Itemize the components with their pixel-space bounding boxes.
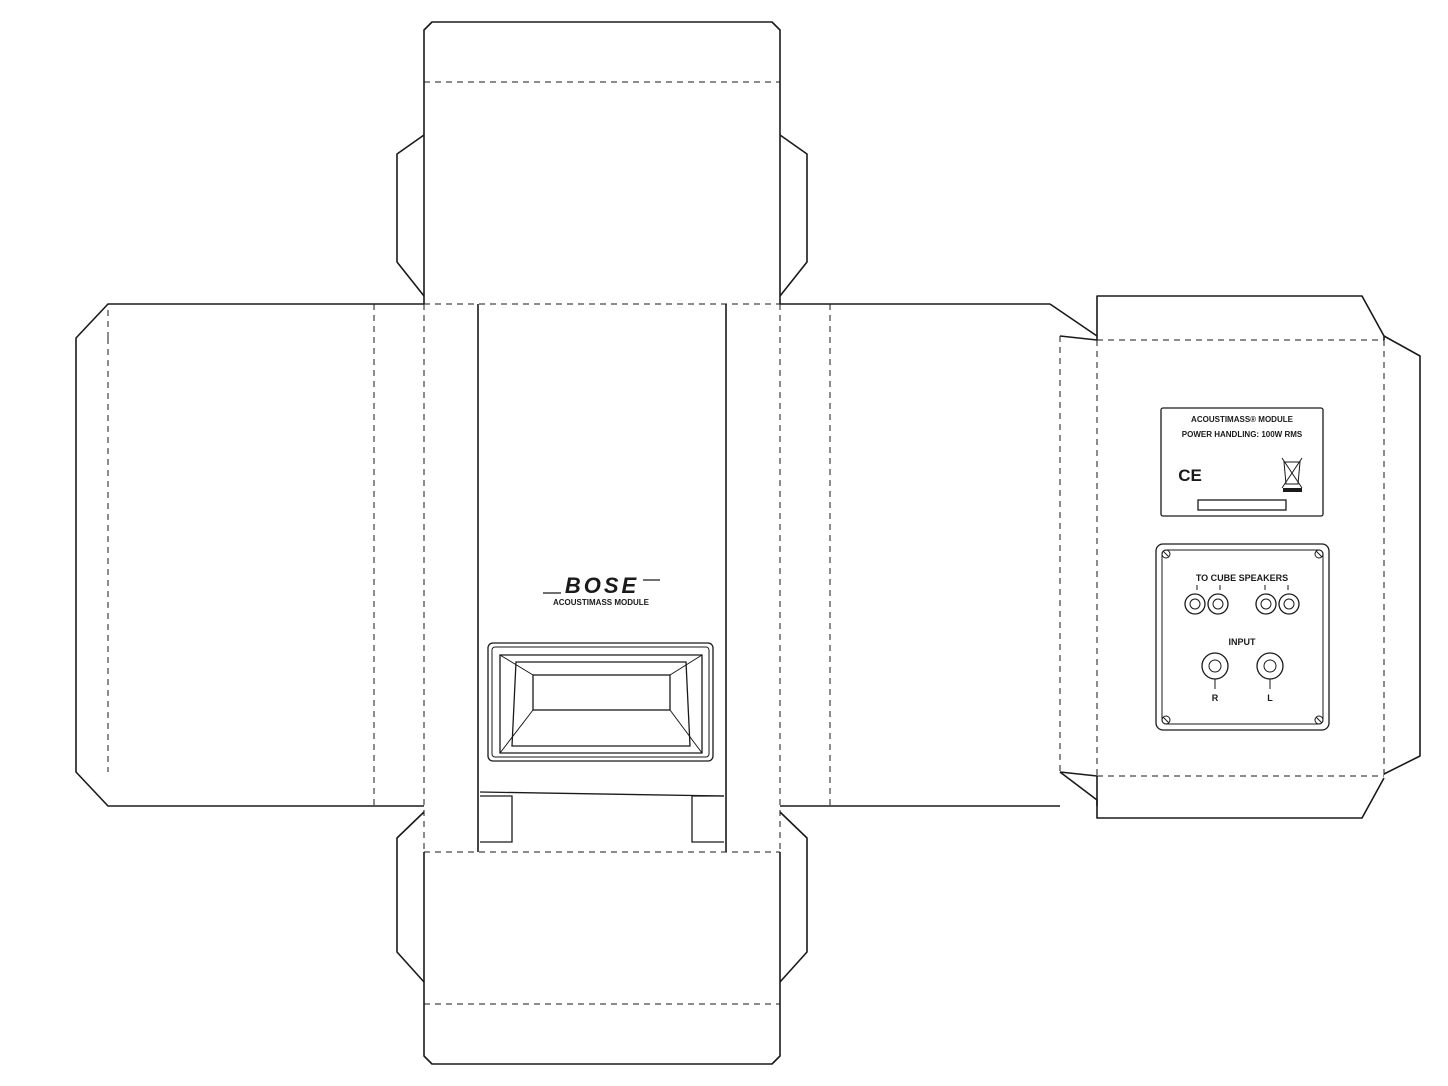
spec-label: ACOUSTIMASS® MODULE POWER HANDLING: 100W… <box>1160 407 1324 517</box>
top-flaps <box>396 21 808 305</box>
bottom-flaps <box>396 811 808 1065</box>
screw-icon <box>1161 715 1171 725</box>
screw-icon <box>1161 549 1171 559</box>
bass-port <box>487 642 714 762</box>
input-right-label: R <box>1212 693 1219 703</box>
input-label: INPUT <box>1229 637 1257 647</box>
bottom-right-dust-flap <box>779 811 808 983</box>
spec-line-1: ACOUSTIMASS® MODULE <box>1191 415 1294 424</box>
brand-logo: BOSE <box>565 573 639 598</box>
bottom-left-dust-flap <box>396 811 425 983</box>
base-feet <box>479 791 725 843</box>
screw-icon <box>1314 549 1324 559</box>
screw-icon <box>1314 715 1324 725</box>
left-outer-edge <box>75 303 424 807</box>
connector-plate: TO CUBE SPEAKERS INPUT <box>1155 543 1330 731</box>
right-side-panel <box>780 303 1060 807</box>
spec-line-2: POWER HANDLING: 100W RMS <box>1182 430 1303 439</box>
speaker-terminal-icon <box>1207 593 1229 615</box>
rca-jack-icon <box>1256 652 1284 689</box>
top-panel <box>423 82 781 304</box>
rca-jack-icon <box>1201 652 1229 689</box>
speaker-terminals-label: TO CUBE SPEAKERS <box>1196 573 1288 583</box>
crossed-bin-icon <box>1281 457 1303 492</box>
top-left-dust-flap <box>396 134 425 297</box>
front-panel: BOSE ACOUSTIMASS MODULE <box>479 573 725 843</box>
top-tuck-flap <box>423 21 781 82</box>
speaker-terminal-icon <box>1255 593 1277 615</box>
rear-panel: ACOUSTIMASS® MODULE POWER HANDLING: 100W… <box>1155 407 1330 731</box>
ce-mark: CE <box>1178 466 1202 485</box>
speaker-terminal-icon <box>1184 593 1206 615</box>
front-model-label: ACOUSTIMASS MODULE <box>553 598 650 607</box>
input-left-label: L <box>1267 693 1273 703</box>
rear-panel-outline <box>1096 295 1421 819</box>
speaker-terminal-icon <box>1278 593 1300 615</box>
top-right-dust-flap <box>779 134 808 297</box>
side-strip <box>75 295 1421 852</box>
bottom-tuck-flap <box>423 1004 781 1065</box>
